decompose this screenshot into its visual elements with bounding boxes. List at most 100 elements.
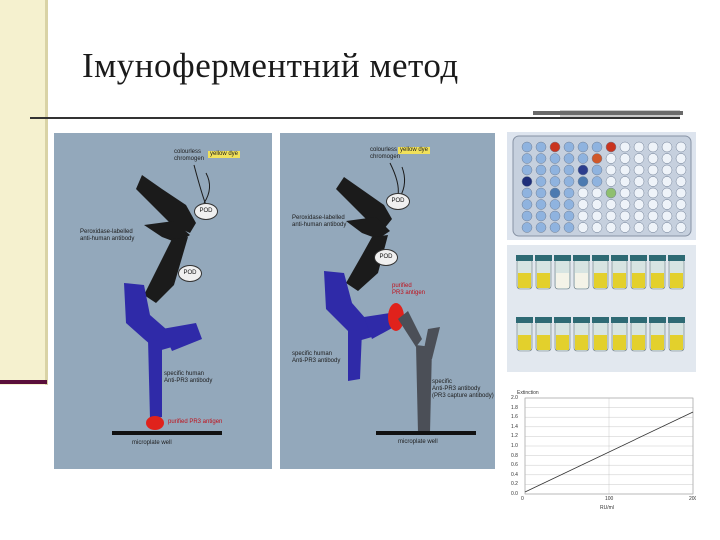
tube-liquid bbox=[537, 273, 550, 288]
microplate-wells-graphic bbox=[512, 135, 692, 237]
tube-cap bbox=[535, 317, 552, 323]
graph-ytick: 0.8 bbox=[511, 452, 518, 459]
plate-well bbox=[633, 153, 645, 164]
plate-well bbox=[619, 164, 631, 176]
plate-well bbox=[563, 187, 575, 199]
yellow-dye-label-right: yellow dye bbox=[398, 147, 431, 154]
graph-ytick: 1.2 bbox=[511, 433, 518, 440]
plate-well bbox=[577, 176, 589, 187]
plate-well bbox=[577, 164, 589, 176]
plate-well bbox=[647, 187, 659, 199]
plate-well bbox=[633, 199, 645, 210]
tube-cap bbox=[573, 317, 590, 323]
tube-liquid bbox=[556, 273, 569, 288]
plate-well bbox=[661, 222, 673, 233]
capture-antibody-line1: specific bbox=[432, 379, 453, 385]
graph-ytick: 1.4 bbox=[511, 423, 518, 430]
pod-enzyme-top: POD bbox=[194, 203, 218, 220]
antigen-right-line2: PR3 antigen bbox=[392, 290, 426, 296]
calibration-line bbox=[524, 411, 694, 493]
tube-liquid bbox=[575, 335, 588, 350]
capture-antibody-line3: (PR3 capture antibody) bbox=[432, 393, 494, 399]
plate-well bbox=[521, 141, 533, 153]
slide-title: Імуноферментний метод bbox=[82, 46, 459, 85]
chromogen-label-line1: colourless bbox=[174, 149, 202, 155]
plate-well bbox=[549, 153, 561, 164]
plate-well bbox=[675, 153, 687, 164]
plate-well bbox=[591, 153, 603, 164]
plate-well bbox=[619, 199, 631, 210]
plate-well bbox=[675, 222, 687, 233]
plate-well bbox=[549, 141, 561, 153]
chromogen-label-right-line2: chromogen bbox=[370, 154, 401, 160]
microplate-well-label: microplate well bbox=[132, 440, 172, 446]
specific-antibody-line1: specific human bbox=[164, 371, 205, 377]
pod-enzyme-bottom: POD bbox=[178, 265, 202, 282]
plate-well bbox=[535, 153, 547, 164]
plate-well bbox=[633, 164, 645, 176]
plate-well bbox=[549, 176, 561, 187]
graph-ytick: 1.8 bbox=[511, 404, 518, 411]
tube-liquid bbox=[670, 335, 683, 350]
plate-well bbox=[619, 153, 631, 164]
plate-well bbox=[661, 164, 673, 176]
plate-well bbox=[563, 199, 575, 210]
plate-well bbox=[647, 141, 659, 153]
plate-well bbox=[549, 199, 561, 210]
tube-cap bbox=[668, 317, 685, 323]
tube-cap bbox=[668, 255, 685, 261]
graph-ytick: 1.6 bbox=[511, 414, 518, 421]
tube-cap bbox=[630, 255, 647, 261]
tube-cap bbox=[611, 317, 628, 323]
plate-well bbox=[605, 141, 617, 153]
tube-cap bbox=[630, 317, 647, 323]
pod-enzyme-top-right: POD bbox=[386, 193, 410, 210]
graph-ytick: 0.0 bbox=[511, 491, 518, 497]
plate-well bbox=[591, 199, 603, 210]
plate-well bbox=[549, 187, 561, 199]
antigen-right-line1: purified bbox=[392, 283, 412, 289]
tube-cap bbox=[649, 255, 666, 261]
left-accent-bar bbox=[0, 380, 47, 384]
plate-well bbox=[647, 164, 659, 176]
tube-liquid bbox=[651, 273, 664, 288]
plate-well bbox=[521, 222, 533, 233]
capture-elisa-drawing bbox=[324, 162, 476, 435]
plate-well bbox=[563, 153, 575, 164]
plate-well bbox=[549, 164, 561, 176]
plate-well bbox=[521, 176, 533, 187]
plate-well bbox=[577, 222, 589, 233]
tube-cap bbox=[535, 255, 552, 261]
plate-well bbox=[535, 164, 547, 176]
plate-well bbox=[619, 222, 631, 233]
plate-well bbox=[661, 141, 673, 153]
plate-well bbox=[521, 164, 533, 176]
plate-well bbox=[633, 210, 645, 222]
chromogen-label-line2: chromogen bbox=[174, 156, 205, 162]
specific-antibody-line2: Anti-PR3 antibody bbox=[164, 378, 213, 384]
title-accent-line bbox=[533, 111, 683, 115]
tube-liquid bbox=[556, 335, 569, 350]
plate-well bbox=[661, 210, 673, 222]
tube-liquid bbox=[613, 273, 626, 288]
plate-well bbox=[591, 222, 603, 233]
tube-cap bbox=[554, 255, 571, 261]
plate-well bbox=[577, 210, 589, 222]
enzyme-antibody-right-line2: anti-human antibody bbox=[292, 222, 347, 228]
graph-xlabel: RU/ml bbox=[600, 505, 614, 511]
plate-well bbox=[647, 199, 659, 210]
plate-well bbox=[675, 164, 687, 176]
graph-ytick: 1.0 bbox=[511, 443, 518, 449]
graph-ytick: 0.6 bbox=[511, 462, 518, 469]
tube-cap bbox=[573, 255, 590, 261]
plate-well bbox=[633, 222, 645, 233]
enzyme-antibody-line2: anti-human antibody bbox=[80, 236, 135, 242]
plate-well bbox=[633, 187, 645, 199]
plate-well bbox=[563, 164, 575, 176]
plate-well bbox=[591, 187, 603, 199]
